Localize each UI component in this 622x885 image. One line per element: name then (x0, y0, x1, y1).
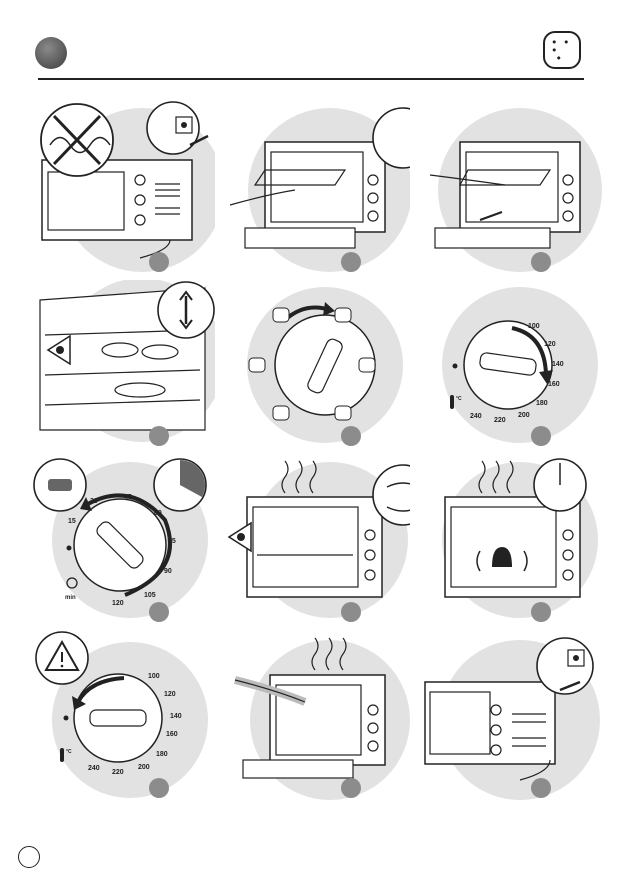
step-badge (531, 602, 551, 622)
step-badge (149, 426, 169, 446)
heat-mode-icon (249, 358, 265, 372)
panel-timer-bell (420, 455, 605, 625)
temp-unit: °C (66, 749, 72, 755)
timer-tick-90: 90 (164, 568, 172, 575)
step-badge (149, 778, 169, 798)
temp-tick-220: 220 (112, 769, 124, 776)
timer-tick-120: 120 (112, 600, 124, 607)
page-number-marker (18, 846, 40, 868)
temp-tick-220: 220 (494, 417, 506, 424)
heat-mode-icon (335, 308, 351, 322)
step-badge (149, 602, 169, 622)
thermometer-icon (450, 395, 454, 409)
temp-tick-200: 200 (138, 764, 150, 771)
temp-unit: °C (456, 396, 462, 402)
panel-rack-position (30, 280, 215, 450)
timer-tick-105: 105 (144, 592, 156, 599)
step-badge (341, 602, 361, 622)
panel-switch-off: 100 120 140 160 180 200 220 240 °C (30, 630, 215, 805)
thermometer-icon (60, 748, 64, 762)
panel-remove-tray (225, 630, 410, 805)
timer-tick-30: 30 (90, 498, 98, 505)
temp-tick-100: 100 (148, 673, 160, 680)
temp-tick-100: 100 (528, 323, 540, 330)
heat-mode-icon (273, 308, 289, 322)
step-badge (341, 252, 361, 272)
step-badge (149, 252, 169, 272)
section-marker (35, 37, 67, 69)
step-badge (531, 252, 551, 272)
panel-cooking-turn (225, 455, 410, 625)
panel-insert-tray (420, 100, 605, 275)
plug-socket-icon (147, 102, 199, 154)
timer-tick-60: 60 (154, 510, 162, 517)
fan-dots-icon: • • • • (543, 31, 581, 69)
timer-tick-15: 15 (68, 518, 76, 525)
temp-tick-140: 140 (170, 713, 182, 720)
step-badge (341, 426, 361, 446)
step-badge (341, 778, 361, 798)
panel-mode-selector (225, 280, 410, 450)
panel-unplug-warning (30, 100, 215, 275)
temp-tick-160: 160 (548, 381, 560, 388)
temp-tick-120: 120 (164, 691, 176, 698)
temp-tick-200: 200 (518, 412, 530, 419)
timer-tick-75: 75 (168, 538, 176, 545)
timer-tick-45: 45 (124, 494, 132, 501)
heat-mode-icon (359, 358, 375, 372)
panel-timer-dial: 15 30 45 60 75 90 105 120 min (30, 455, 215, 625)
step-badge (531, 778, 551, 798)
temp-tick-120: 120 (544, 341, 556, 348)
heat-mode-icon (273, 406, 289, 420)
header-rule (38, 78, 584, 80)
step-badge (531, 426, 551, 446)
panel-unplug (420, 630, 605, 805)
temp-tick-160: 160 (166, 731, 178, 738)
temp-tick-240: 240 (88, 765, 100, 772)
panel-temperature-dial: 100 120 140 160 180 200 220 240 °C (420, 280, 605, 450)
heat-mode-icon (335, 406, 351, 420)
temp-tick-180: 180 (536, 400, 548, 407)
panel-insert-rack (225, 100, 410, 275)
temp-tick-180: 180 (156, 751, 168, 758)
timer-unit: min (65, 595, 76, 601)
temp-tick-240: 240 (470, 413, 482, 420)
temp-tick-140: 140 (552, 361, 564, 368)
